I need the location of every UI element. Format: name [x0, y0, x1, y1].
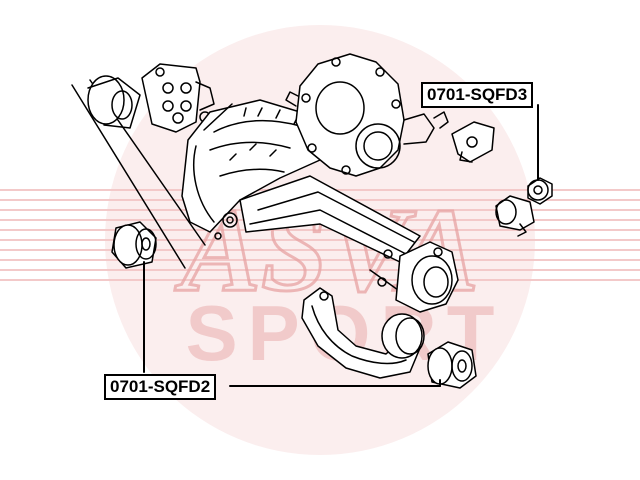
- housing-cover: [285, 53, 435, 177]
- bushing-0701-SQFD3: [527, 177, 553, 205]
- axle-beam: [239, 175, 425, 297]
- bushing-0701-SQFD2-upper: [111, 221, 157, 269]
- beam-end-eye: [395, 241, 459, 313]
- differential-housing: [181, 99, 331, 240]
- leader-lines: [143, 104, 539, 387]
- bushing-0701-SQFD2-lower: [427, 341, 477, 389]
- lower-control-arm: [301, 287, 425, 379]
- part-label-0701-SQFD3[interactable]: 0701-SQFD3: [421, 82, 534, 108]
- upper-bushing-left: [87, 75, 141, 129]
- bushing-housing-right: [495, 195, 535, 237]
- bracket-left: [141, 63, 215, 133]
- explode-line-left: [71, 84, 186, 269]
- bracket-right: [433, 111, 495, 163]
- part-label-0701-SQFD2[interactable]: 0701-SQFD2: [104, 374, 217, 400]
